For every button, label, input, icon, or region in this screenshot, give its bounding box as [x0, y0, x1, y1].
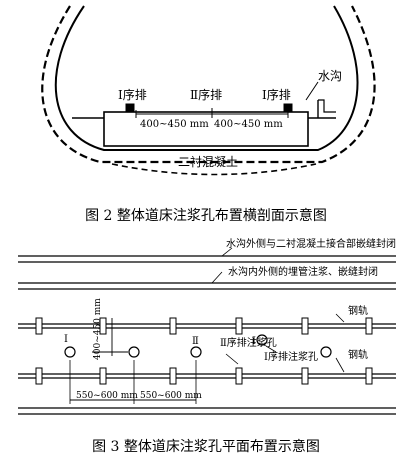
label-II: Ⅱ [192, 336, 199, 347]
dim-vertical-label: 400~450 mm [93, 298, 103, 360]
sleeper [35, 367, 43, 385]
grout-hole [320, 346, 332, 358]
label-rail-upper: 钢轨 [348, 304, 368, 317]
grout-hole [64, 346, 76, 358]
label-lining: 二衬混凝土 [178, 154, 238, 169]
label-I-left: Ⅰ [64, 334, 68, 345]
sleeper [99, 367, 107, 385]
dim-right-fig2: 400~450 mm [214, 119, 283, 130]
grout-hole [256, 334, 268, 346]
sleeper [301, 367, 309, 385]
label-ditch: 水沟 [318, 69, 342, 83]
label-row2: Ⅱ序排 [190, 87, 222, 102]
sleeper [99, 317, 107, 335]
dim-left-fig2: 400~450 mm [140, 119, 209, 130]
sleeper [235, 367, 243, 385]
grout-hole [190, 346, 202, 358]
caption-figure2: 图 2 整体道床注浆孔布置横剖面示意图 [85, 208, 327, 224]
dim-right-fig3: 550~600 mm [140, 391, 202, 401]
note-top: 水沟外侧与二衬混凝土接合部嵌缝封闭 [226, 237, 396, 250]
label-hole-type2: Ⅱ序排注浆孔 [220, 336, 277, 349]
label-row1-left: Ⅰ序排 [118, 87, 147, 102]
caption-figure3: 图 3 整体道床注浆孔平面布置示意图 [92, 439, 320, 455]
sleeper [365, 317, 373, 335]
sleeper [301, 317, 309, 335]
note-second: 水沟内外侧的埋管注浆、嵌缝封闭 [228, 265, 378, 278]
tunnel-cross-section [41, 5, 376, 176]
track-bed [103, 111, 309, 147]
sleeper [235, 317, 243, 335]
sleeper [169, 367, 177, 385]
label-I-right: Ⅰ [252, 336, 256, 347]
ditch-outline [318, 99, 336, 113]
sleeper [169, 317, 177, 335]
ditch-leader [305, 81, 319, 101]
tunnel-lining-lower [111, 163, 317, 176]
sleeper [365, 367, 373, 385]
grout-hole [128, 346, 140, 358]
dim-left-fig3: 550~600 mm [76, 391, 138, 401]
label-row1-right: Ⅰ序排 [262, 87, 291, 102]
label-rail-lower: 钢轨 [348, 348, 368, 361]
tunnel-outer-lining [41, 5, 376, 164]
label-hole-type1: Ⅰ序排注浆孔 [264, 350, 318, 363]
rail-left [125, 103, 135, 113]
tunnel-inner-arch [54, 5, 359, 151]
plan-view [18, 247, 396, 415]
sleeper [35, 317, 43, 335]
